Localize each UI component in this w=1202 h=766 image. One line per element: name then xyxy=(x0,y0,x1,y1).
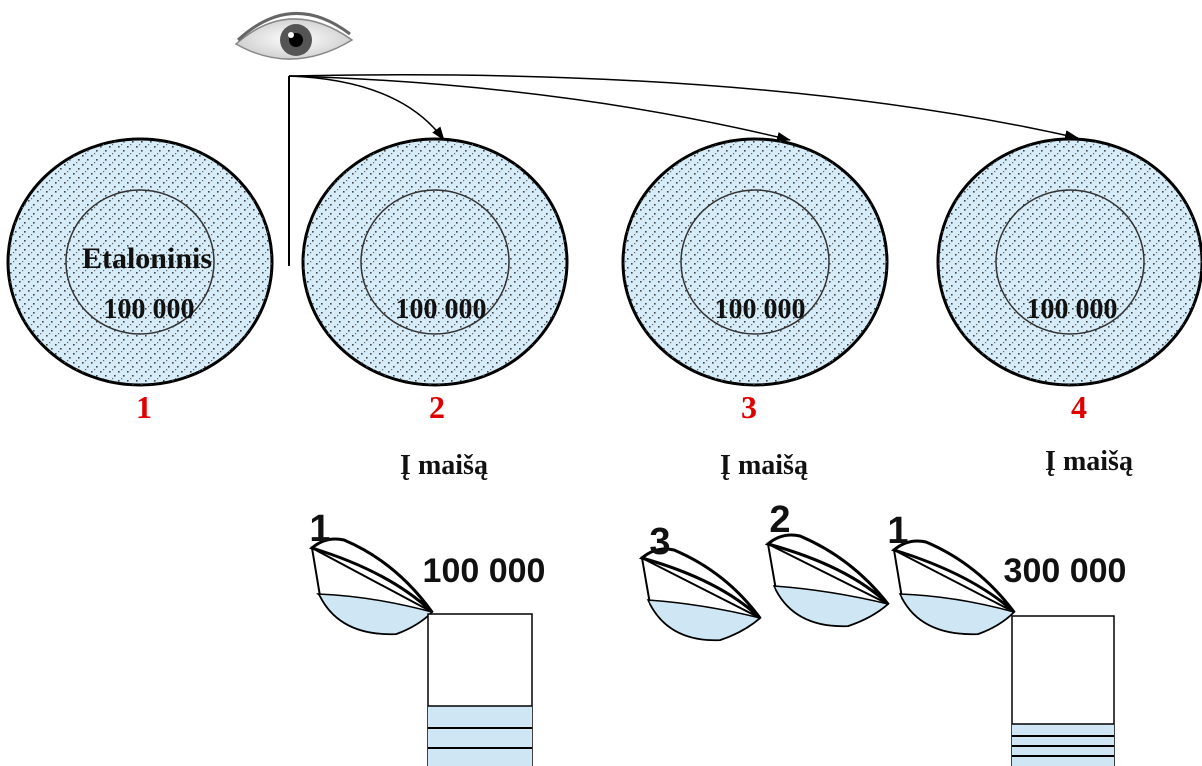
dish-inner-ring xyxy=(65,189,215,335)
arrow-to-dish-2 xyxy=(288,75,445,141)
collection-container xyxy=(1011,615,1115,766)
pour-group-2: 3 2 1 300 000 xyxy=(638,499,1127,766)
arrow-to-dish-3 xyxy=(288,75,791,142)
dish-number: 4 xyxy=(1071,389,1087,425)
pouring-bowl: 1 xyxy=(308,508,434,636)
dish-caption: Į maišą xyxy=(720,450,808,481)
dish-count: 100 000 xyxy=(104,294,195,325)
dish-number: 3 xyxy=(741,389,757,425)
dish-count: 100 000 xyxy=(1027,294,1118,325)
dish-inner-ring xyxy=(360,189,510,335)
dish-count: 100 000 xyxy=(715,294,806,325)
pour-total: 300 000 xyxy=(1004,552,1127,590)
dish-count: 100 000 xyxy=(396,294,487,325)
dish-number: 1 xyxy=(136,389,152,425)
pour-group-1: 1 100 000 xyxy=(308,508,546,766)
bowl-number: 1 xyxy=(309,508,330,550)
bowl-number: 2 xyxy=(769,499,790,541)
arrow-to-dish-4 xyxy=(288,74,1079,141)
petri-dish-2: 100 000 2 Į maišą xyxy=(301,137,569,481)
bowl-number: 1 xyxy=(887,510,908,552)
dish-title: Etaloninis xyxy=(82,242,212,275)
eye-icon xyxy=(234,12,354,60)
pouring-bowl: 3 xyxy=(638,521,762,642)
dish-caption: Į maišą xyxy=(400,450,488,481)
petri-dish-3: 100 000 3 Į maišą xyxy=(621,137,889,481)
pour-total: 100 000 xyxy=(423,552,546,590)
petri-dish-1: Etaloninis 100 000 1 xyxy=(6,137,274,425)
bowl-number: 3 xyxy=(649,521,670,563)
dish-caption: Į maišą xyxy=(1045,446,1133,477)
petri-dish-4: 100 000 4 Į maišą xyxy=(936,137,1202,477)
pouring-bowl: 2 xyxy=(764,499,890,628)
pouring-bowl: 1 xyxy=(887,510,1016,636)
dish-number: 2 xyxy=(429,389,445,425)
dish-inner-ring xyxy=(995,189,1145,335)
dish-inner-ring xyxy=(680,189,830,335)
observation-arrows xyxy=(288,74,1079,266)
collection-container xyxy=(427,613,533,766)
